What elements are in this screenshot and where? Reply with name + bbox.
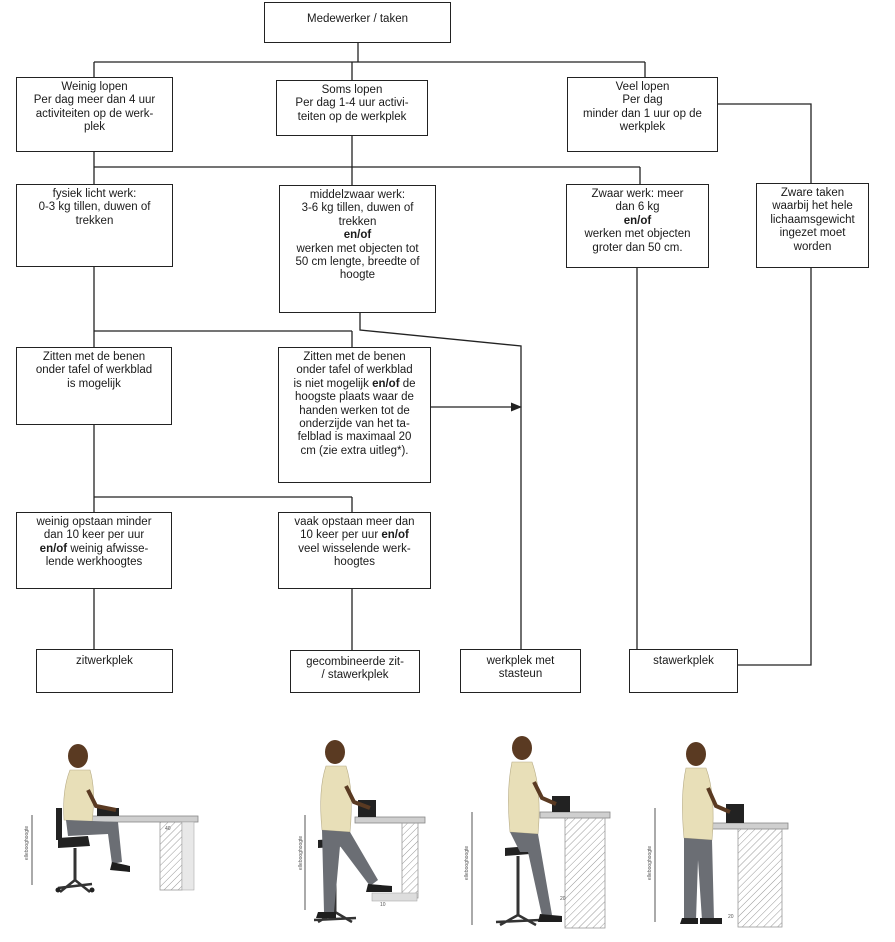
box-stawerkplek: stawerkplek <box>629 649 738 693</box>
box-text-line: werken met objecten <box>584 228 691 241</box>
box-text-line: lende werkhoogtes <box>45 556 143 569</box>
box-text-line: waarbij het hele <box>772 200 853 213</box>
box-middelzwaar-werk: middelzwaar werk:3-6 kg tillen, duwen of… <box>279 185 436 313</box>
box-text-line: werken met objecten tot <box>296 242 419 255</box>
connector-zware-to-stawerkplek <box>738 268 812 666</box>
box-text-line: Zware taken <box>780 187 845 199</box>
box-text-line: dan 10 keer per uur <box>43 529 145 542</box>
box-text-line: cm (zie extra uitleg*). <box>300 444 409 457</box>
figure-dim-3: 20 <box>560 896 566 902</box>
box-text-line: onder tafel of werkblad <box>296 364 413 377</box>
box-text-line: groter dan 50 cm. <box>592 241 683 254</box>
connector-veel-to-zware <box>718 103 812 183</box>
figure-zitwerkplek: ellebooghoogte 40 <box>24 744 199 893</box>
box-text-line: Medewerker / taken <box>307 13 408 25</box>
box-text-line: Per dag 1-4 uur activi- <box>295 97 409 110</box>
box-text-line: veel wisselende werk- <box>298 542 411 555</box>
box-text-line: dan 6 kg <box>615 201 660 214</box>
box-text-line: worden <box>793 240 832 253</box>
box-text-line: fysiek licht werk: <box>52 188 137 200</box>
box-text-line: plek <box>83 121 106 134</box>
box-text-line: onderzijde van het ta- <box>299 418 410 431</box>
box-text-line: zitwerkplek <box>76 655 133 667</box>
box-text-line: werkplek met <box>486 655 555 667</box>
connector-middel-to-stasteun <box>359 313 522 649</box>
box-text-line: 10 keer per uur en/of <box>300 529 409 542</box>
box-text-line: hoogste plaats waar de <box>295 391 414 404</box>
box-text-line: 3-6 kg tillen, duwen of <box>301 202 414 215</box>
box-text-line: teiten op de werkplek <box>297 110 407 123</box>
box-text-line: felblad is maximaal 20 <box>297 431 412 444</box>
box-text-line: hoogte <box>339 269 376 282</box>
box-text-line: middelzwaar werk: <box>309 189 406 201</box>
box-text-line: Per dag <box>622 94 663 107</box>
box-text-line: hoogtes <box>334 556 375 569</box>
box-text-line: Soms lopen <box>321 84 383 96</box>
box-text-line: lichaamsgewicht <box>770 213 855 226</box>
box-text-line: activiteiten op de werk- <box>35 107 154 120</box>
box-text-line: trekken <box>75 214 114 227</box>
figure-stasteun: ellebooghoogte 20 <box>464 736 611 929</box>
box-text-line: Zitten met de benen <box>42 351 146 363</box>
box-text-line: Zitten met de benen <box>303 351 406 363</box>
box-text-line: onder tafel of werkblad <box>35 364 153 377</box>
box-text-line: Veel lopen <box>615 81 670 93</box>
box-text-line: gecombineerde zit- <box>306 656 404 668</box>
figure-dim-2: 10 <box>380 902 386 908</box>
box-text-line: werkplek <box>619 121 666 134</box>
figure-stawerkplek: ellebooghoogte 20 <box>647 742 789 928</box>
box-text-line: Per dag meer dan 4 uur <box>33 94 156 107</box>
box-text-line: weinig opstaan minder <box>36 516 152 528</box>
box-text-line: minder dan 1 uur op de <box>583 107 702 120</box>
box-medewerker-taken: Medewerker / taken <box>264 2 451 43</box>
box-text-line: stawerkplek <box>653 655 714 667</box>
box-text-line: en/of <box>343 229 372 242</box>
box-text-line: stasteun <box>498 668 543 681</box>
box-text-line: Zwaar werk: meer <box>591 188 684 200</box>
box-text-line: 0-3 kg tillen, duwen of <box>38 201 151 214</box>
box-zitwerkplek: zitwerkplek <box>36 649 173 693</box>
arrowhead <box>511 402 522 412</box>
box-text-line: trekken <box>338 215 377 228</box>
figure-dim-4: 20 <box>728 914 734 920</box>
box-text-line: / stawerkplek <box>321 669 389 682</box>
figure-side-label-1: ellebooghoogte <box>24 826 30 860</box>
box-text-line: Weinig lopen <box>61 81 128 93</box>
figure-side-label-3: ellebooghoogte <box>464 846 470 880</box>
box-text-line: en/of <box>623 214 652 227</box>
figure-side-label-2: ellebooghoogte <box>298 836 304 870</box>
box-text-line: is niet mogelijk en/of de <box>293 377 416 390</box>
box-gecombineerde-zit-stawerkplek: gecombineerde zit-/ stawerkplek <box>290 650 420 693</box>
box-text-line: en/of weinig afwisse- <box>39 542 149 555</box>
figure-dim-1: 40 <box>165 826 171 832</box>
box-text-line: handen werken tot de <box>299 404 410 417</box>
box-text-line: 50 cm lengte, breedte of <box>295 256 420 269</box>
box-text-line: vaak opstaan meer dan <box>294 516 415 528</box>
figure-side-label-4: ellebooghoogte <box>647 846 653 880</box>
box-fysiek-licht-werk: fysiek licht werk:0-3 kg tillen, duwen o… <box>16 184 173 267</box>
box-text-line: ingezet moet <box>779 227 846 240</box>
figure-gecombineerde: ellebooghoogte 10 <box>298 740 426 924</box>
box-text-line: is mogelijk <box>67 377 121 390</box>
